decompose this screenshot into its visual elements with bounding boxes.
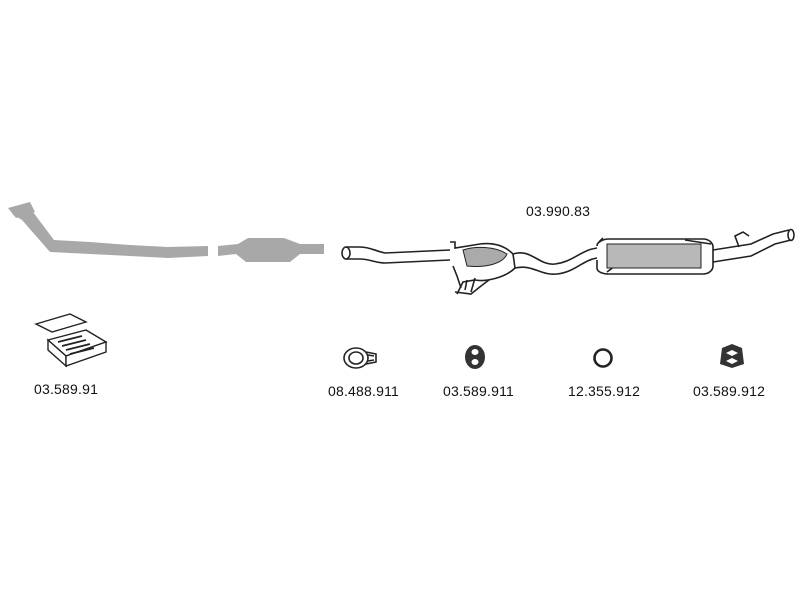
exhaust-system-icon: [341, 228, 795, 295]
rubber-hanger-icon: [720, 344, 744, 368]
mounting-kit-icon: [34, 313, 108, 368]
catalytic-converter-icon: [218, 238, 324, 262]
part-number-mounting-kit: 03.589.91: [34, 381, 99, 397]
part-number-hanger-2: 03.589.912: [693, 383, 766, 399]
front-pipe-icon: [8, 202, 208, 258]
part-number-clamp: 08.488.911: [328, 383, 400, 399]
part-number-seal-ring: 12.355.912: [568, 383, 641, 399]
part-number-hanger-1: 03.589.911: [443, 383, 515, 399]
rubber-hanger-icon: [465, 345, 485, 369]
clamp-icon: [343, 347, 377, 369]
part-number-main-system: 03.990.83: [526, 203, 591, 219]
seal-ring-icon: [593, 348, 613, 368]
